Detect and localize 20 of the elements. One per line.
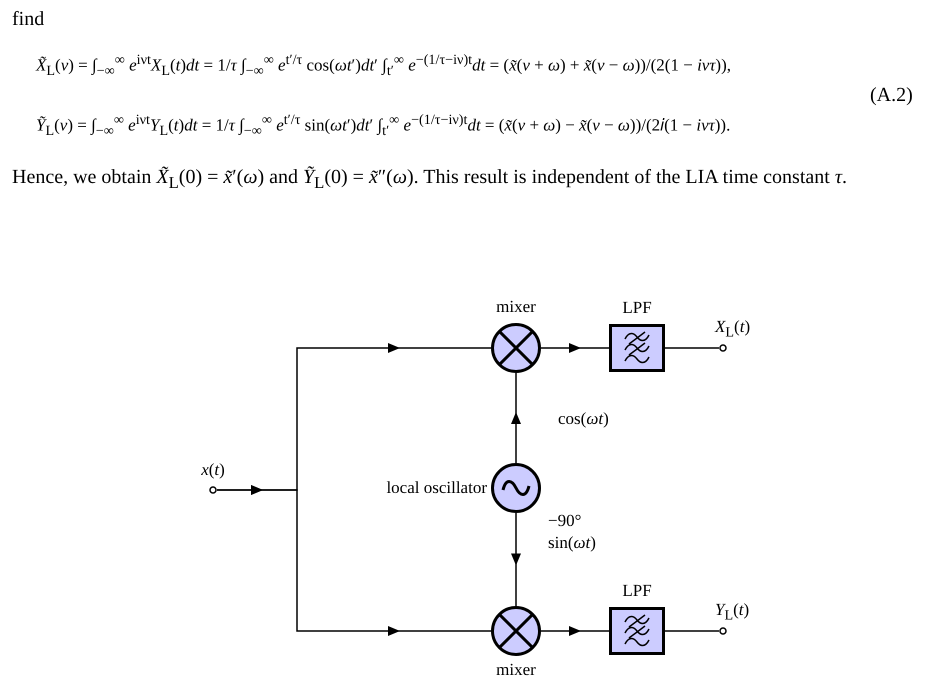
arrow (511, 513, 521, 606)
text-line: find (12, 8, 44, 31)
node-label: mixer (496, 297, 536, 317)
node-label: LPF (622, 298, 652, 318)
paragraph: Hence, we obtain X̃$_{L}$(0) = x̃′(ω) and Ỹ$_{L}$(0) = x̃″(ω). This result is independent of the LIA time constant τ. (12, 165, 848, 194)
connector-line (665, 347, 719, 349)
arrow (511, 373, 521, 463)
node-label: x(t) (201, 460, 225, 480)
equation: Ỹ$_{L}$(ν) = ∫$_{−∞}$$^{∞}$ e$^{iνt}$Y$_{L}$(t)dt = 1/τ ∫$_{−∞}$$^{∞}$ e$^{t′/τ}$ sin(ωt′)dt′ ∫$_{t′}$$^{∞}$ e$^{−(1/τ−iν)t}$dt = (x̃(ν + ω) − x̃(ν − ω))/(2𝑖(1 − iντ)). (36, 112, 730, 140)
node-label: mixer (496, 660, 536, 680)
arrow (541, 343, 609, 353)
node-label: X$_{L}$(t) (715, 316, 750, 342)
node-label: local oscillator (386, 478, 487, 498)
connector-line (665, 630, 719, 632)
node-label: Y$_{L}$(t) (715, 600, 750, 625)
equation: X̃$_{L}$(ν) = ∫$_{−∞}$$^{∞}$ e$^{iνt}$X$_{L}$(t)dt = 1/τ ∫$_{−∞}$$^{∞}$ e$^{t′/τ}$ cos(ωt′)dt′ ∫$_{t′}$$^{∞}$ e$^{−(1/τ−iν)t}$dt = (x̃(ν + ω) + x̃(ν − ω))/(2(1 − iντ)), (36, 52, 731, 80)
equation-number: (A.2) (870, 84, 913, 107)
arrow (217, 485, 491, 636)
arrow (541, 626, 609, 636)
node-label: LPF (622, 581, 652, 601)
